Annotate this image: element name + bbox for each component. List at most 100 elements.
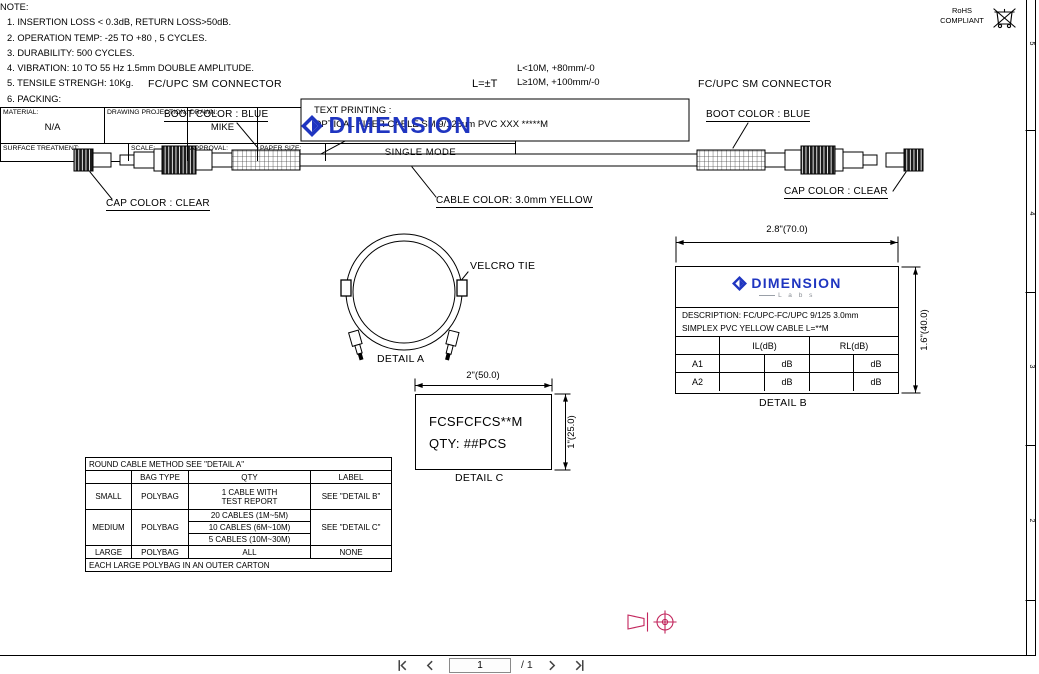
db-row-a1: A1: [676, 355, 719, 372]
dimension-logo-text-large: DIMENSION: [328, 112, 473, 139]
detail-c-width-dim: 2"(50.0): [466, 370, 500, 381]
title-block-material: MATERIAL: N/A: [1, 108, 105, 144]
text-printing-line1: TEXT PRINTING :: [314, 105, 392, 116]
db-row-a2: A2: [676, 373, 719, 391]
notes-title: NOTE:: [0, 2, 29, 12]
detail-b-caption: DETAIL B: [759, 397, 807, 409]
note-item: 5. TENSILE STRENGH: 10Kg.: [7, 78, 134, 89]
db-a1-il-unit: dB: [765, 355, 809, 372]
detail-b-label-box: DIMENSION L a b s DESCRIPTION: FC/UPC-FC…: [675, 266, 899, 394]
detail-c-height-dim: 1"(25.0): [566, 415, 577, 449]
detail-c-label-box: FCSFCFCS**M QTY: ##PCS: [415, 394, 552, 470]
rohs-line1: RoHS: [951, 6, 972, 15]
db-a1-il-value: [720, 355, 764, 372]
packing-col-label: LABEL: [310, 470, 392, 484]
rohs-compliant-mark: RoHS COMPLIANT: [933, 6, 991, 25]
packing-col-qty: QTY: [188, 470, 311, 484]
dimension-logo-subtext: L a b s: [759, 292, 815, 299]
material-label: MATERIAL:: [3, 109, 39, 117]
text-printing-note: TEXT PRINTING : OPTICAL FIBER CABLE SM 9…: [314, 104, 548, 132]
title-block-paper-size: PAPER SIZE:: [258, 144, 326, 162]
db-a1-rl-unit: dB: [854, 355, 898, 372]
db-a2-il-value: [720, 373, 764, 391]
detail-b-il-rl-table: IL(dB) RL(dB) A1 dB dB A2 dB dB: [676, 337, 898, 391]
db-col-il: IL(dB): [720, 337, 809, 354]
packing-small-bag: POLYBAG: [131, 483, 189, 510]
detail-b-desc-line1: DESCRIPTION: FC/UPC-FC/UPC 9/125 3.0mm: [682, 310, 859, 320]
drawing-title: SINGLE MODE: [384, 147, 457, 159]
zone-marker: 5: [1028, 41, 1035, 46]
dimension-logo-text: DIMENSION: [751, 275, 842, 291]
packing-footer: EACH LARGE POLYBAG IN AN OUTER CARTON: [85, 558, 392, 572]
boot-color-label-left: BOOT COLOR : BLUE: [164, 109, 269, 122]
dimension-logo-large: DIMENSION: [258, 108, 515, 143]
packing-small-size: SMALL: [85, 483, 132, 510]
dimension-logo-diamond-icon: [732, 275, 748, 291]
first-page-button[interactable]: [393, 657, 411, 673]
detail-a-caption: DETAIL A: [377, 353, 425, 365]
db-cell-blank: [676, 337, 719, 354]
detail-c-dimensions: [414, 378, 571, 471]
packing-large-bag: POLYBAG: [131, 545, 189, 559]
projection-label: DRAWING PROJECTION:: [107, 109, 188, 117]
packing-large-qty: ALL: [188, 545, 311, 559]
db-a2-rl-value: [810, 373, 853, 391]
page-number-input[interactable]: [449, 657, 511, 673]
packing-large-size: LARGE: [85, 545, 132, 559]
sheet-frame: [0, 0, 1036, 656]
title-block-surface: SURFACE TREATMENT:: [1, 144, 129, 162]
detail-b-height-dim: 1.6"(40.0): [919, 309, 930, 351]
note-item: 4. VIBRATION: 10 TO 55 Hz 1.5mm DOUBLE A…: [7, 63, 254, 74]
text-printing-line2: OPTICAL FIBER CABLE SM 9/125um PVC XXX *…: [314, 119, 549, 130]
packing-table: ROUND CABLE METHOD SEE "DETAIL A" BAG TY…: [85, 457, 392, 572]
packing-small-qty: 1 CABLE WITH TEST REPORT: [188, 483, 311, 510]
detail-b-desc-line2: SIMPLEX PVC YELLOW CABLE L=**M: [682, 323, 829, 333]
detail-a-coil-art: [340, 233, 468, 361]
packing-medium-qty3: 5 CABLES (10M~30M): [188, 533, 311, 546]
cable-color-label: CABLE COLOR: 3.0mm YELLOW: [436, 195, 593, 208]
packing-medium-qty2: 10 CABLES (6M~10M): [188, 521, 311, 534]
db-a2-rl-unit: dB: [854, 373, 898, 391]
surface-label: SURFACE TREATMENT:: [3, 145, 80, 153]
dimension-logo-diamond-icon: [300, 114, 323, 137]
zone-marker: 3: [1028, 364, 1035, 369]
packing-medium-label: SEE "DETAIL C": [310, 509, 392, 546]
detail-c-line2: QTY: ##PCS: [429, 435, 507, 451]
packing-small-qty-line1: 1 CABLE WITH: [221, 487, 278, 497]
packing-small-label: SEE "DETAIL B": [310, 483, 392, 510]
packing-title: ROUND CABLE METHOD SEE "DETAIL A": [85, 457, 392, 471]
length-tolerance-label: L=±T: [472, 78, 498, 90]
next-page-button[interactable]: [543, 657, 561, 673]
packing-medium-qty1: 20 CABLES (1M~5M): [188, 509, 311, 522]
connector-label-right: FC/UPC SM CONNECTOR: [698, 78, 832, 90]
last-page-button[interactable]: [571, 657, 589, 673]
labs-text: L a b s: [778, 292, 815, 299]
velcro-tie-label: VELCRO TIE: [470, 260, 536, 272]
note-item: 3. DURABILITY: 500 CYCLES.: [7, 47, 135, 58]
packing-medium-size: MEDIUM: [85, 509, 132, 546]
drawn-value: MIKE: [210, 122, 235, 134]
packing-medium-bag: POLYBAG: [131, 509, 189, 546]
title-block-approval: APPROVAL:: [188, 144, 258, 162]
note-item: 2. OPERATION TEMP: -25 TO +80 , 5 CYCLES…: [7, 32, 208, 43]
material-value: N/A: [44, 122, 61, 134]
page-navigation: / 1: [393, 656, 589, 674]
connector-label-left: FC/UPC SM CONNECTOR: [148, 78, 282, 90]
projection-symbols-icon: [627, 610, 677, 634]
approval-label: APPROVAL:: [190, 145, 229, 153]
title-block-logo-cell: DIMENSION: [258, 108, 515, 143]
cable-assembly-art: [73, 98, 924, 175]
previous-page-button[interactable]: [421, 657, 439, 673]
zone-marker: 4: [1028, 211, 1035, 216]
detail-c-line1: FCSFCFCS**M: [429, 413, 523, 429]
cap-color-label-left: CAP COLOR : CLEAR: [106, 198, 210, 211]
note-item: 1. INSERTION LOSS < 0.3dB, RETURN LOSS>5…: [7, 17, 232, 28]
scale-label: SCALE:: [131, 145, 156, 153]
packing-col-bag: BAG TYPE: [131, 470, 189, 484]
length-tolerance-notes: L<10M, +80mm/-0 L≥10M, +100mm/-0: [517, 62, 600, 90]
note-item: 6. PACKING:: [7, 93, 62, 104]
boot-color-label-right: BOOT COLOR : BLUE: [706, 109, 811, 122]
tolerance-line1: L<10M, +80mm/-0: [517, 63, 595, 74]
